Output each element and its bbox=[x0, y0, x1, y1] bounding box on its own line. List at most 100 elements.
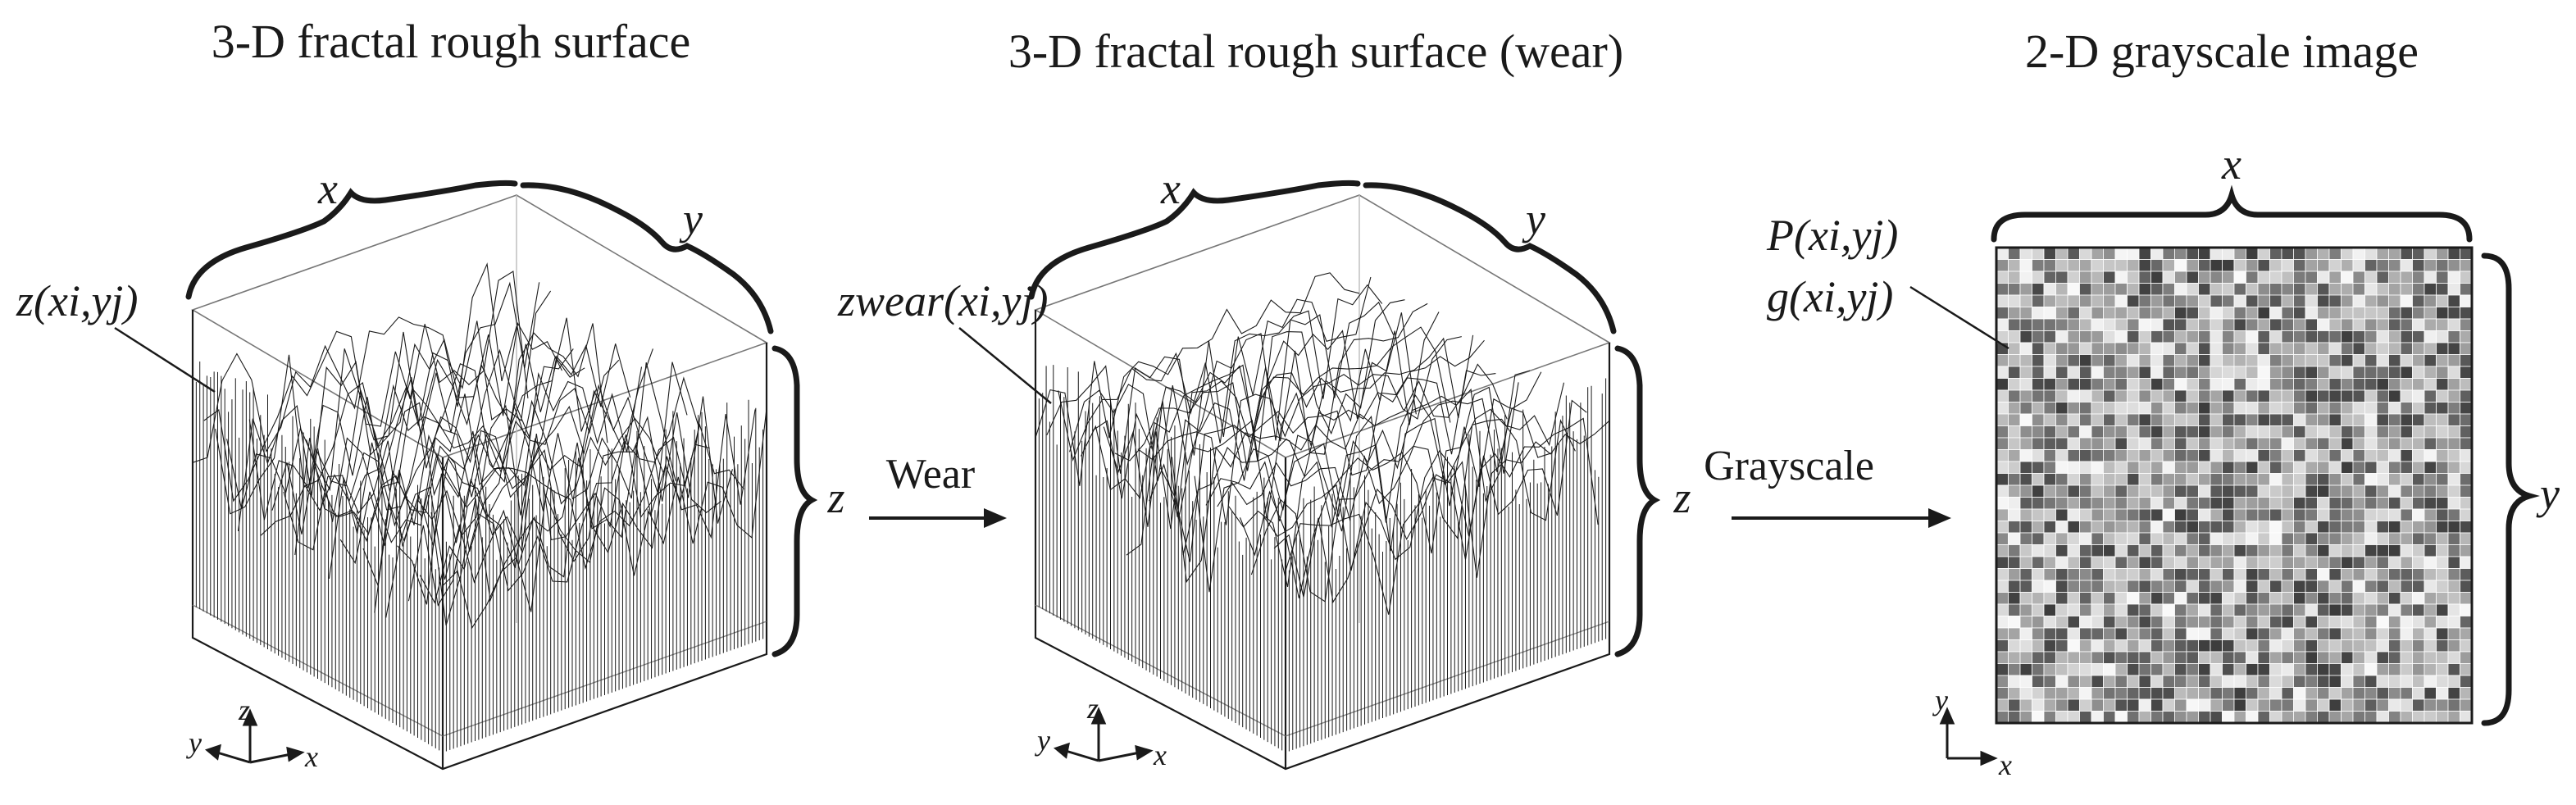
gray-pixel bbox=[2328, 461, 2342, 474]
gray-pixel bbox=[2341, 603, 2354, 616]
brace-z-2 bbox=[1614, 345, 1661, 657]
gray-pixel bbox=[2305, 556, 2318, 569]
gray-pixel bbox=[2198, 330, 2211, 343]
gray-pixel bbox=[2305, 484, 2318, 498]
gray-pixel bbox=[2019, 568, 2032, 581]
gray-pixel bbox=[2162, 556, 2175, 569]
gray-pixel bbox=[2400, 568, 2413, 581]
gray-pixel bbox=[2055, 711, 2069, 724]
gray-pixel bbox=[2162, 283, 2175, 296]
gray-pixel bbox=[2091, 378, 2104, 391]
gray-pixel bbox=[2281, 318, 2294, 331]
gray-pixel bbox=[2246, 318, 2259, 331]
gray-pixel bbox=[2269, 271, 2282, 284]
gray-pixel bbox=[2127, 378, 2140, 391]
gray-pixel bbox=[2364, 544, 2378, 557]
gray-pixel bbox=[2364, 639, 2378, 653]
gray-pixel bbox=[2352, 283, 2365, 296]
gray-pixel bbox=[2293, 687, 2306, 700]
gray-pixel bbox=[2162, 402, 2175, 415]
gray-pixel bbox=[2436, 627, 2449, 640]
gray-pixel bbox=[2412, 378, 2425, 391]
gray-pixel bbox=[2127, 698, 2140, 712]
gray-pixel bbox=[2246, 283, 2259, 296]
gray-pixel bbox=[2233, 318, 2246, 331]
gray-pixel bbox=[2388, 318, 2401, 331]
gray-pixel bbox=[2364, 675, 2378, 688]
gray-pixel bbox=[2317, 461, 2330, 474]
gray-pixel bbox=[2412, 592, 2425, 605]
gray-pixel bbox=[2043, 330, 2056, 343]
gray-pixel bbox=[2162, 318, 2175, 331]
gray-pixel bbox=[2376, 711, 2389, 724]
gray-pixel bbox=[2293, 402, 2306, 415]
gray-pixel bbox=[2424, 603, 2437, 616]
gray-pixel bbox=[2138, 532, 2151, 545]
brace-x-1 bbox=[185, 180, 518, 300]
gray-pixel bbox=[2032, 484, 2045, 498]
gray-pixel bbox=[2246, 568, 2259, 581]
gray-pixel bbox=[2198, 247, 2211, 260]
gray-pixel bbox=[2032, 354, 2045, 367]
gray-pixel bbox=[2138, 378, 2151, 391]
gray-pixel bbox=[2317, 508, 2330, 521]
gray-pixel bbox=[2352, 294, 2365, 307]
surface-profile-line bbox=[1149, 334, 1474, 520]
gray-pixel bbox=[2305, 449, 2318, 462]
gray-pixel bbox=[2317, 627, 2330, 640]
surface-profile-line bbox=[1091, 312, 1417, 499]
gray-pixel bbox=[2341, 556, 2354, 569]
gray-pixel bbox=[2388, 521, 2401, 534]
gray-pixel bbox=[2257, 330, 2270, 343]
gray-pixel bbox=[2400, 378, 2413, 391]
gray-pixel bbox=[2162, 425, 2175, 439]
gray-pixel bbox=[2281, 484, 2294, 498]
gray-pixel bbox=[2127, 271, 2140, 284]
gray-pixel bbox=[2424, 437, 2437, 450]
gray-pixel bbox=[2460, 318, 2473, 331]
gray-pixel bbox=[2341, 307, 2354, 320]
gray-pixel bbox=[2257, 413, 2270, 426]
gray-pixel bbox=[2412, 484, 2425, 498]
gray-pixel bbox=[2257, 508, 2270, 521]
gray-pixel bbox=[2412, 603, 2425, 616]
gray-pixel bbox=[2186, 508, 2199, 521]
gray-pixel bbox=[2293, 484, 2306, 498]
surface-profile-line bbox=[1058, 284, 1383, 462]
gray-pixel bbox=[2317, 271, 2330, 284]
gray-pixel bbox=[2162, 473, 2175, 486]
gray-pixel bbox=[2222, 283, 2235, 296]
gray-pixel bbox=[2447, 711, 2460, 724]
gray-pixel bbox=[2400, 711, 2413, 724]
gray-pixel bbox=[2186, 437, 2199, 450]
gray-pixel bbox=[2127, 366, 2140, 379]
gray-pixel bbox=[2376, 639, 2389, 653]
gray-pixel bbox=[2174, 580, 2187, 593]
gray-pixel bbox=[2019, 342, 2032, 355]
gray-pixel bbox=[2138, 437, 2151, 450]
gray-pixel bbox=[2008, 271, 2021, 284]
gray-pixel bbox=[2114, 508, 2128, 521]
gray-pixel bbox=[2032, 342, 2045, 355]
surface-profile-line bbox=[1194, 382, 1519, 593]
gray-pixel bbox=[2257, 616, 2270, 629]
gray-pixel bbox=[2210, 389, 2223, 402]
gray-pixel bbox=[2424, 521, 2437, 534]
gray-pixel bbox=[2460, 330, 2473, 343]
gray-pixel bbox=[2293, 663, 2306, 676]
gray-pixel bbox=[2352, 378, 2365, 391]
gray-pixel bbox=[2352, 354, 2365, 367]
gray-pixel bbox=[2317, 580, 2330, 593]
gray-pixel bbox=[2138, 663, 2151, 676]
gray-pixel bbox=[2079, 497, 2092, 510]
gray-pixel bbox=[2091, 366, 2104, 379]
gray-pixel bbox=[2269, 497, 2282, 510]
gray-pixel bbox=[2198, 675, 2211, 688]
gray-pixel bbox=[2150, 544, 2164, 557]
gray-pixel bbox=[1996, 378, 2009, 391]
gray-pixel bbox=[2388, 508, 2401, 521]
gray-pixel bbox=[2019, 556, 2032, 569]
gray-pixel bbox=[2269, 544, 2282, 557]
gray-pixel bbox=[2150, 271, 2164, 284]
gray-pixel bbox=[2079, 425, 2092, 439]
